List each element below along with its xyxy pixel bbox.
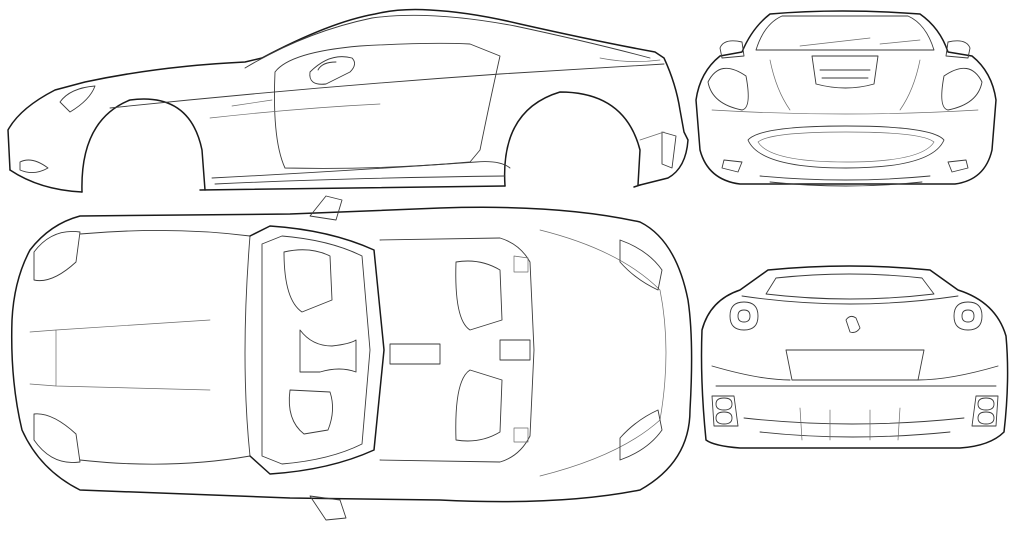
rear-view (700, 265, 1009, 449)
top-hood-outline (79, 229, 251, 465)
side-view (7, 8, 689, 193)
rear-diffuser-fins (799, 407, 901, 441)
side-roof-line (371, 14, 651, 59)
rear-body-outline (700, 265, 1009, 449)
front-view (695, 10, 997, 187)
front-grille (747, 125, 945, 169)
side-rear-detail (599, 57, 665, 141)
rear-window (765, 273, 935, 300)
top-rear-seat-lower (455, 369, 503, 442)
side-windshield (244, 17, 373, 69)
rear-taillight-left (729, 301, 759, 331)
rear-deck-line (741, 295, 959, 305)
rear-exhaust-left (711, 395, 739, 427)
front-fog-left (721, 159, 743, 173)
front-splitter (759, 175, 931, 187)
side-character-line (209, 99, 381, 119)
front-headlight-left (707, 67, 749, 111)
top-body-outline (10, 206, 693, 503)
top-roll-hoops (513, 255, 529, 443)
top-windshield-frame (249, 225, 385, 475)
top-front-left-fender (33, 230, 81, 282)
top-view (10, 195, 693, 521)
top-console (299, 329, 357, 373)
top-mirror-left (309, 195, 343, 221)
top-mirror-right (309, 495, 347, 521)
front-grille-inner (757, 131, 935, 163)
top-rear-right-lamp (619, 409, 663, 461)
top-rear-left-lamp (619, 239, 663, 291)
side-front-wheel-arch (81, 98, 206, 193)
front-windshield (755, 15, 935, 51)
front-headlight-right (941, 67, 983, 111)
top-left-seat-front-2 (288, 389, 333, 435)
rear-plate-recess (785, 349, 925, 381)
front-mirror-right (945, 40, 971, 59)
rear-bumper-line (711, 365, 999, 387)
side-door-handle (309, 56, 355, 85)
top-rear-deck (379, 237, 535, 463)
top-front-right-fender (33, 413, 81, 463)
top-trunk-lines (539, 229, 667, 477)
side-rocker-panel (211, 161, 511, 185)
front-hood-lines (711, 59, 979, 115)
top-left-seat-front (283, 249, 333, 313)
front-fog-right (947, 159, 969, 173)
front-hood-scoop (811, 55, 879, 89)
side-bottom-line (9, 169, 641, 193)
front-wiper (799, 37, 921, 47)
top-hood-scoop (29, 319, 211, 391)
front-mirror-left (719, 40, 745, 59)
top-rear-console (389, 339, 531, 365)
rear-taillight-right (953, 301, 983, 331)
rear-emblem (845, 315, 861, 333)
side-door-outline (273, 42, 501, 169)
rear-exhaust-right (971, 395, 999, 427)
rear-diffuser (743, 417, 965, 438)
side-headlight (59, 85, 96, 113)
side-shoulder-line (109, 63, 665, 109)
side-taillight (661, 131, 677, 169)
side-rear-wheel-arch (503, 91, 641, 187)
side-front-intake (19, 159, 49, 173)
top-windshield-glass (261, 235, 371, 465)
top-rear-seat-upper (455, 260, 503, 331)
side-body-outline (7, 8, 689, 186)
front-body-outline (695, 10, 997, 185)
side-mirror (317, 61, 337, 71)
